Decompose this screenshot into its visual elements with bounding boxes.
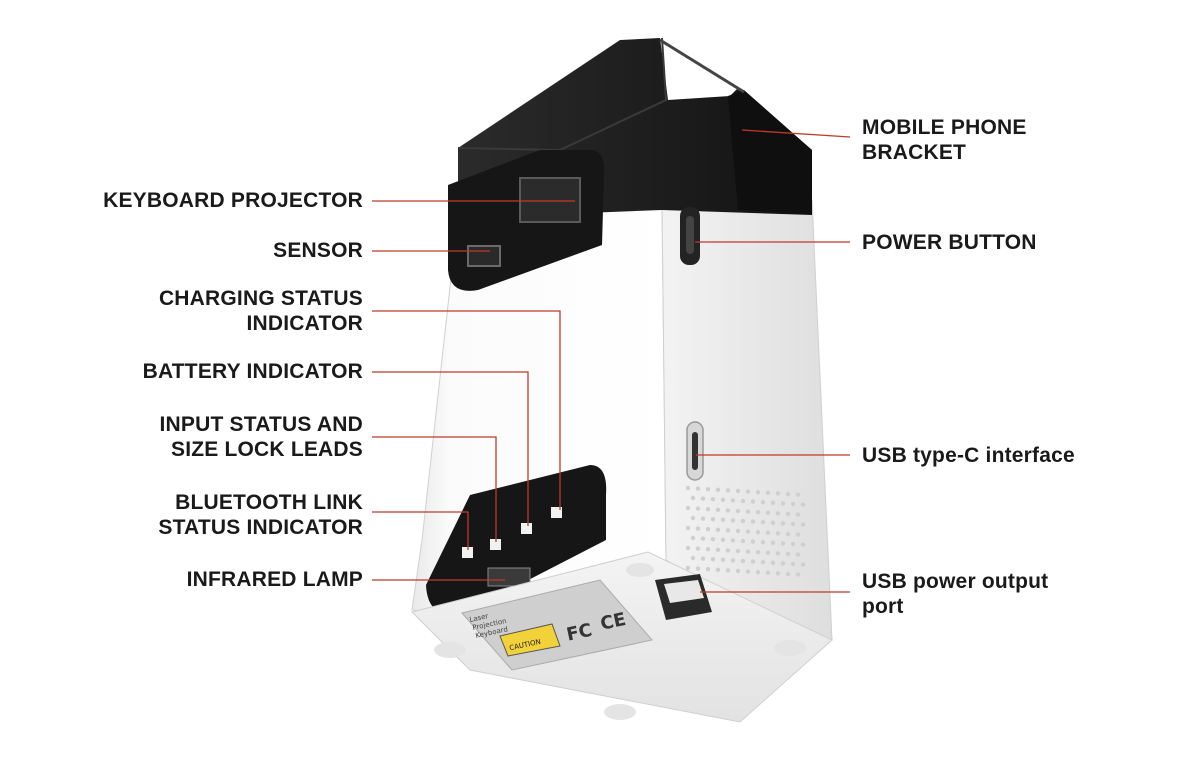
led-input-status: [490, 539, 501, 550]
label-battery-indicator: BATTERY INDICATOR: [142, 360, 363, 383]
led-battery: [521, 523, 532, 534]
label-infrared-lamp: INFRARED LAMP: [186, 568, 363, 591]
ce-mark: CE: [599, 609, 628, 635]
label-power-button: POWER BUTTON: [862, 231, 1037, 254]
label-charging-status: CHARGING STATUS INDICATOR: [158, 287, 363, 335]
led-charging: [551, 507, 562, 518]
label-usb-power-output: USB power output port: [862, 570, 1049, 618]
label-usb-type-c: USB type-C interface: [862, 444, 1075, 467]
label-input-status: INPUT STATUS AND SIZE LOCK LEADS: [159, 413, 363, 461]
infrared-lamp: [487, 567, 531, 587]
leader-battery: [372, 371, 529, 526]
sticker-line-1: Laser: [469, 612, 489, 624]
label-bluetooth-status: BLUETOOTH LINK STATUS INDICATOR: [158, 491, 363, 539]
speaker-grille: [685, 485, 806, 577]
leader-phone-bracket: [741, 129, 851, 138]
leader-input-status: [372, 436, 497, 542]
leader-bluetooth: [372, 511, 469, 550]
phone-bracket: [728, 90, 812, 214]
label-mobile-phone-bracket: MOBILE PHONE BRACKET: [862, 116, 1027, 164]
label-sensor: SENSOR: [273, 239, 363, 262]
leader-lines: [372, 129, 851, 593]
label-keyboard-projector: KEYBOARD PROJECTOR: [103, 189, 363, 212]
fcc-mark: FC: [565, 620, 594, 646]
leader-charging: [372, 310, 561, 510]
sensor-lens: [467, 245, 501, 267]
projector-lens: [519, 177, 581, 223]
led-bluetooth: [462, 547, 473, 558]
indicator-panel: [426, 465, 607, 615]
